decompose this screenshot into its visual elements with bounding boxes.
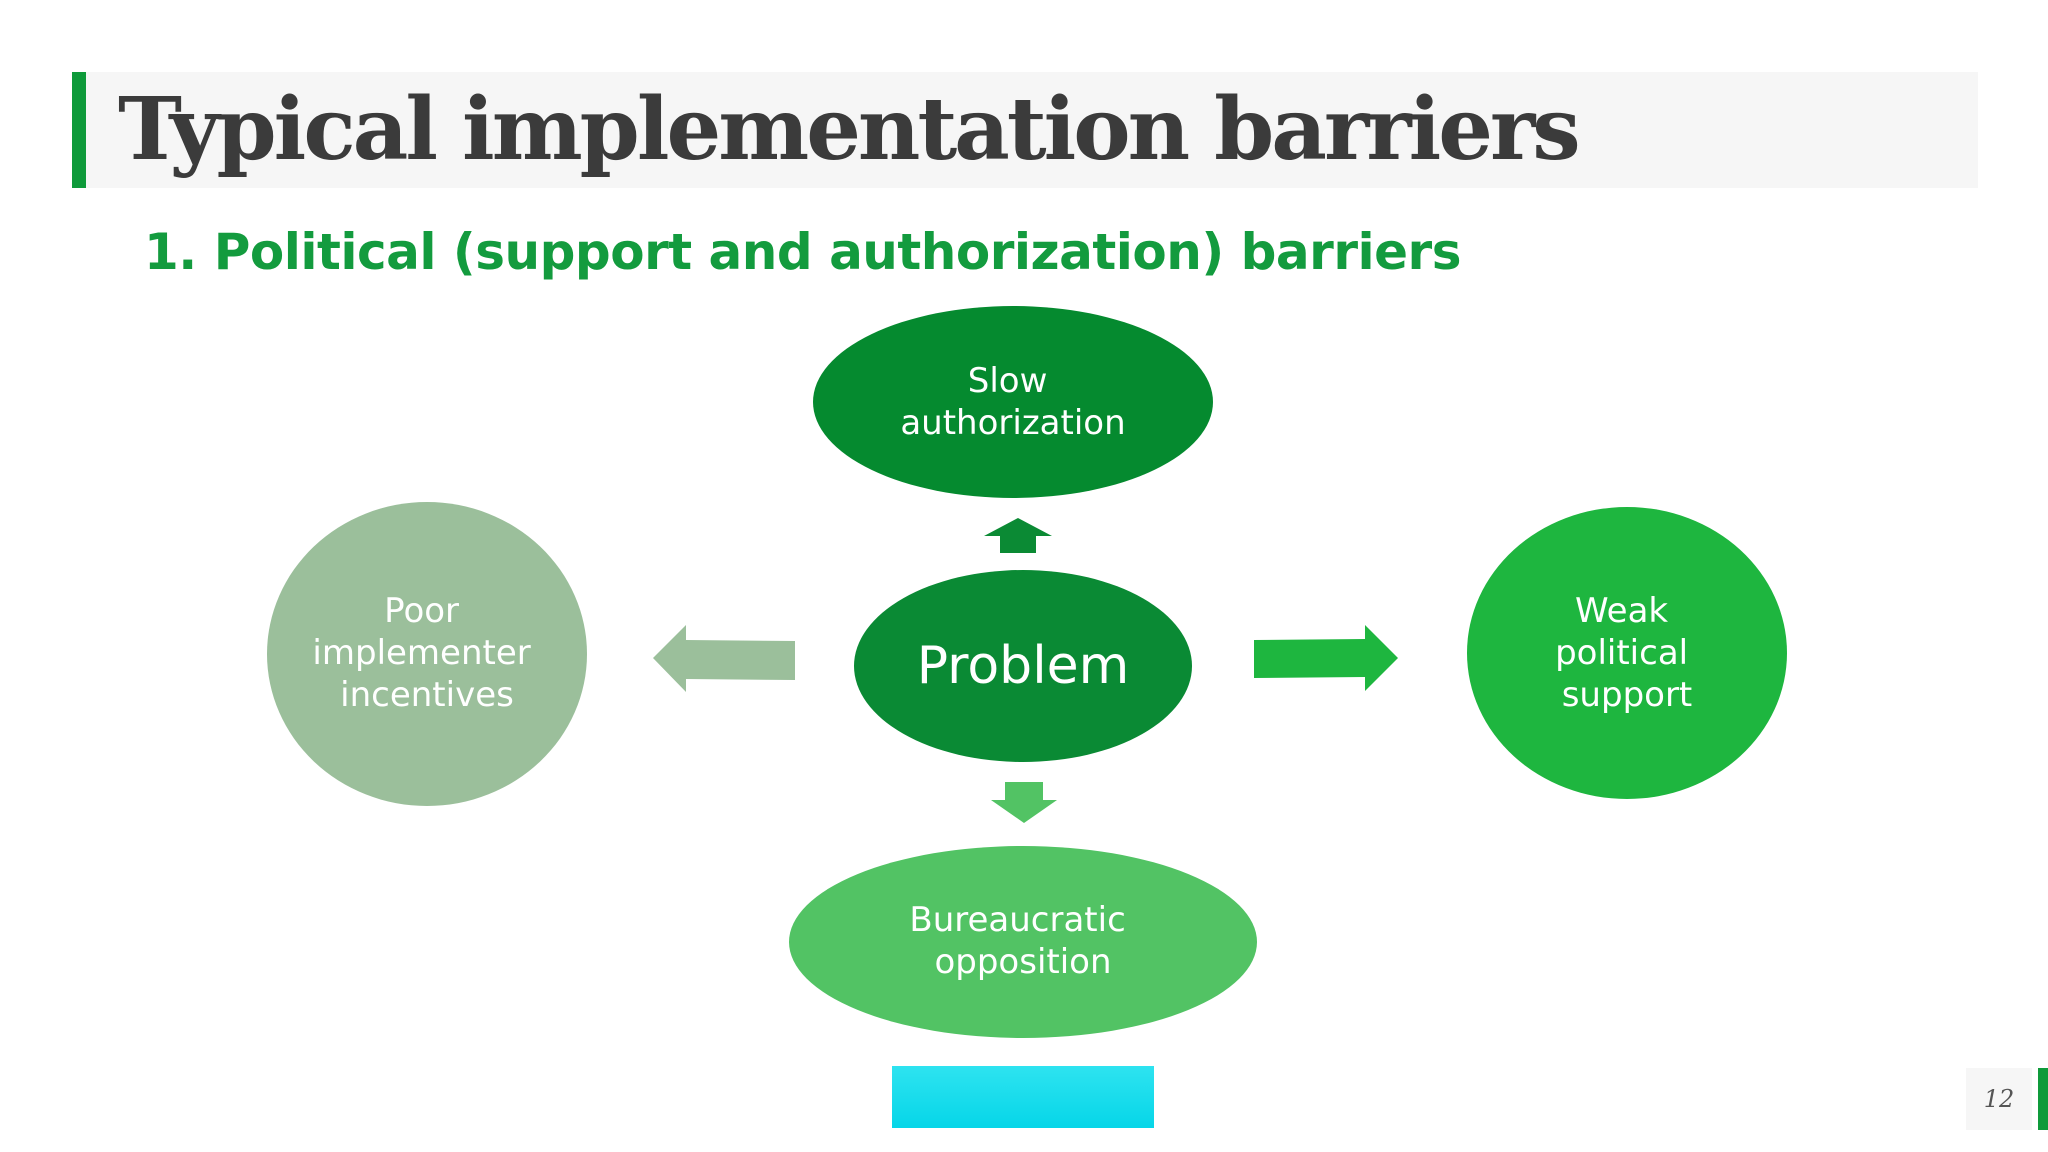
cyan-placeholder-box: [892, 1066, 1154, 1128]
node-problem: [854, 570, 1192, 762]
title-accent-bar: [72, 72, 86, 188]
arrow-up: [984, 518, 1052, 553]
page-number: 12: [1983, 1085, 2015, 1113]
node-poor-implementer-incentives-label: Poor implementer incentives: [312, 591, 541, 715]
slide-title: Typical implementation barriers: [118, 79, 1581, 180]
arrow-left: [653, 625, 795, 692]
node-weak-political-support: [1467, 507, 1787, 799]
node-bureaucratic-opposition: [789, 846, 1257, 1038]
node-slow-authorization: [813, 306, 1213, 498]
node-weak-political-support-label: Weak political support: [1555, 591, 1699, 715]
page-number-accent: [2038, 1068, 2048, 1130]
node-bureaucratic-opposition-label: Bureaucratic opposition: [909, 900, 1136, 982]
node-poor-implementer-incentives: [267, 502, 587, 806]
page-number-box: [1966, 1068, 2032, 1130]
slide-subtitle: 1. Political (support and authorization)…: [144, 223, 1461, 281]
node-slow-authorization-label: Slow authorization: [900, 361, 1125, 443]
arrow-down: [991, 782, 1057, 823]
node-problem-label: Problem: [917, 636, 1130, 696]
arrow-right: [1254, 625, 1398, 691]
title-bar: [72, 72, 1978, 188]
